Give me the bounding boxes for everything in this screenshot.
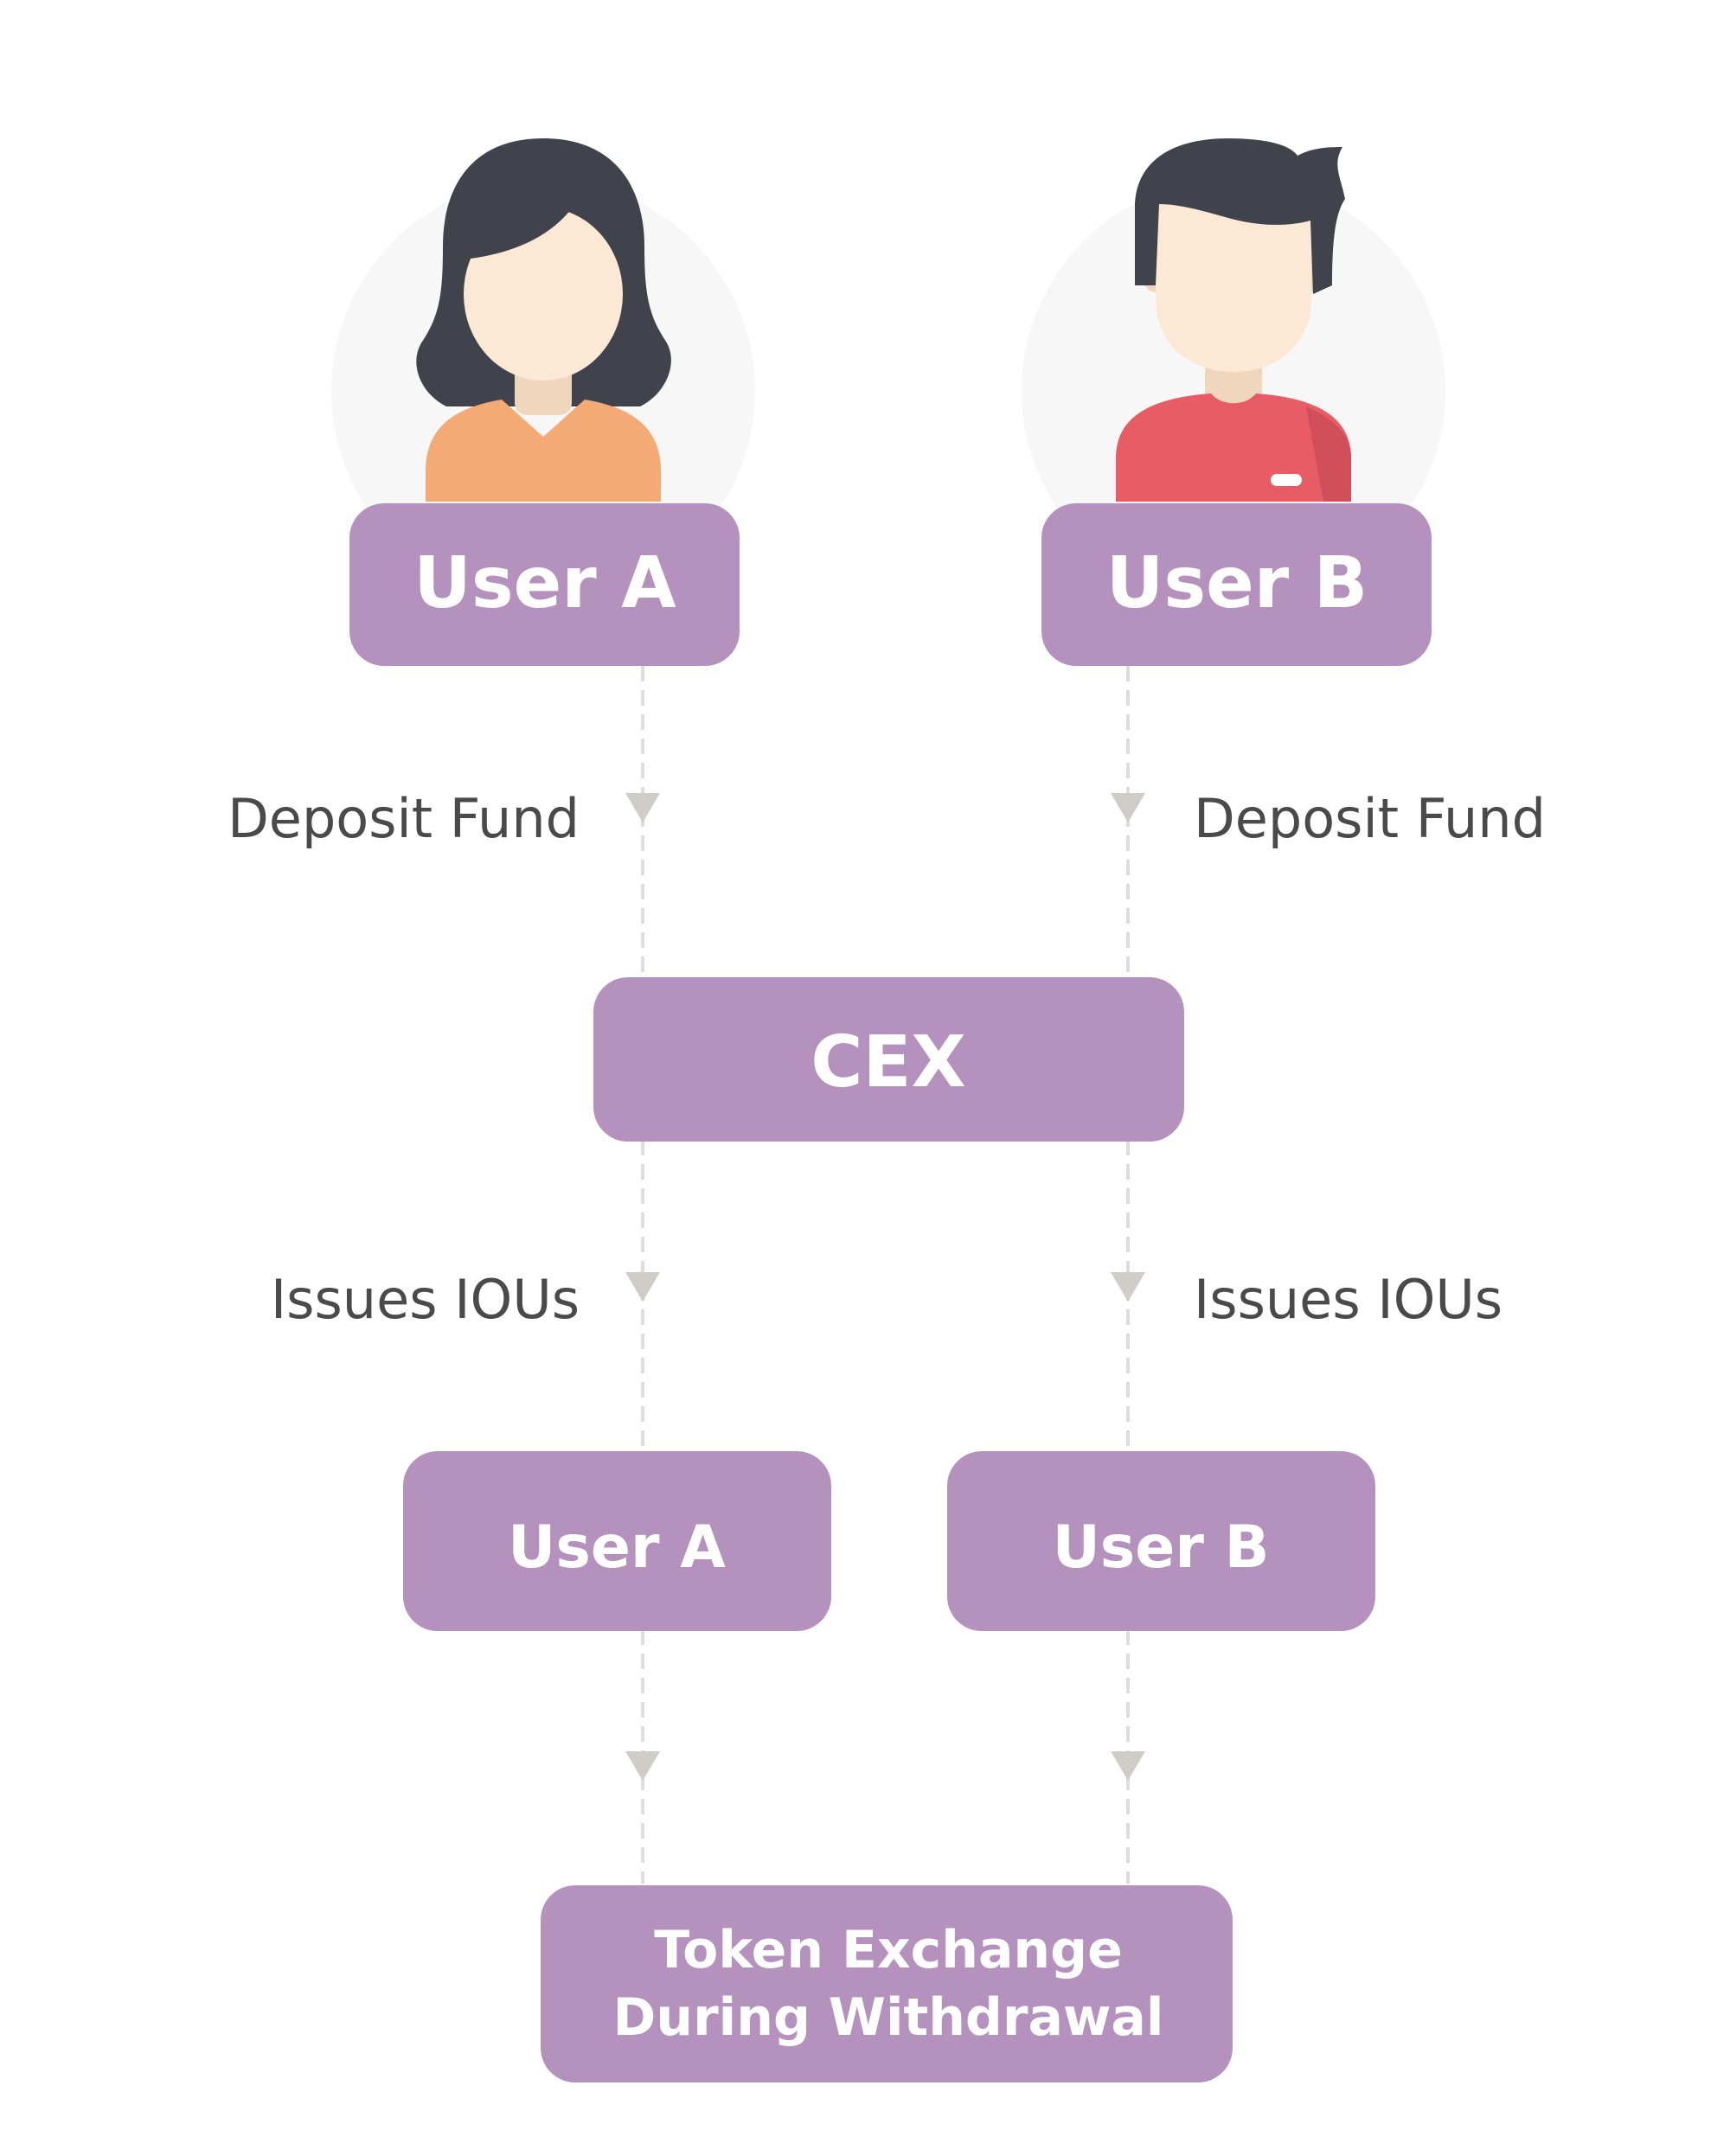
node-label: User A bbox=[413, 542, 676, 624]
node-label: User B bbox=[1053, 1513, 1270, 1582]
node-cex: CEX bbox=[593, 977, 1184, 1142]
arrow-down-icon bbox=[625, 1751, 660, 1781]
arrow-down-icon bbox=[625, 1272, 660, 1302]
connectors bbox=[641, 666, 1130, 1884]
node-label: User A bbox=[508, 1513, 726, 1582]
node-user-b-top: User B bbox=[1041, 503, 1432, 666]
male-user-icon bbox=[1022, 138, 1445, 603]
arrow-down-icon bbox=[1111, 1751, 1145, 1781]
arrowheads bbox=[625, 793, 1145, 1781]
edge-label-deposit-right: Deposit Fund bbox=[1194, 787, 1546, 850]
arrow-down-icon bbox=[625, 793, 660, 822]
node-user-a-top: User A bbox=[349, 503, 740, 666]
arrow-down-icon bbox=[1111, 793, 1145, 822]
node-token-exchange: Token Exchange During Withdrawal bbox=[541, 1885, 1233, 2082]
edge-label-deposit-left: Deposit Fund bbox=[227, 787, 580, 850]
edge-label-iou-right: Issues IOUs bbox=[1194, 1268, 1503, 1331]
node-user-b-bottom: User B bbox=[947, 1451, 1375, 1631]
node-label: User B bbox=[1106, 542, 1368, 624]
edge-label-iou-left: Issues IOUs bbox=[271, 1268, 580, 1331]
node-label-line-2: During Withdrawal bbox=[613, 1987, 1164, 2048]
node-label: CEX bbox=[811, 1021, 965, 1104]
arrow-down-icon bbox=[1111, 1272, 1145, 1302]
node-user-a-bottom: User A bbox=[403, 1451, 831, 1631]
female-user-icon bbox=[331, 138, 755, 603]
node-label-line-1: Token Exchange bbox=[654, 1920, 1123, 1980]
